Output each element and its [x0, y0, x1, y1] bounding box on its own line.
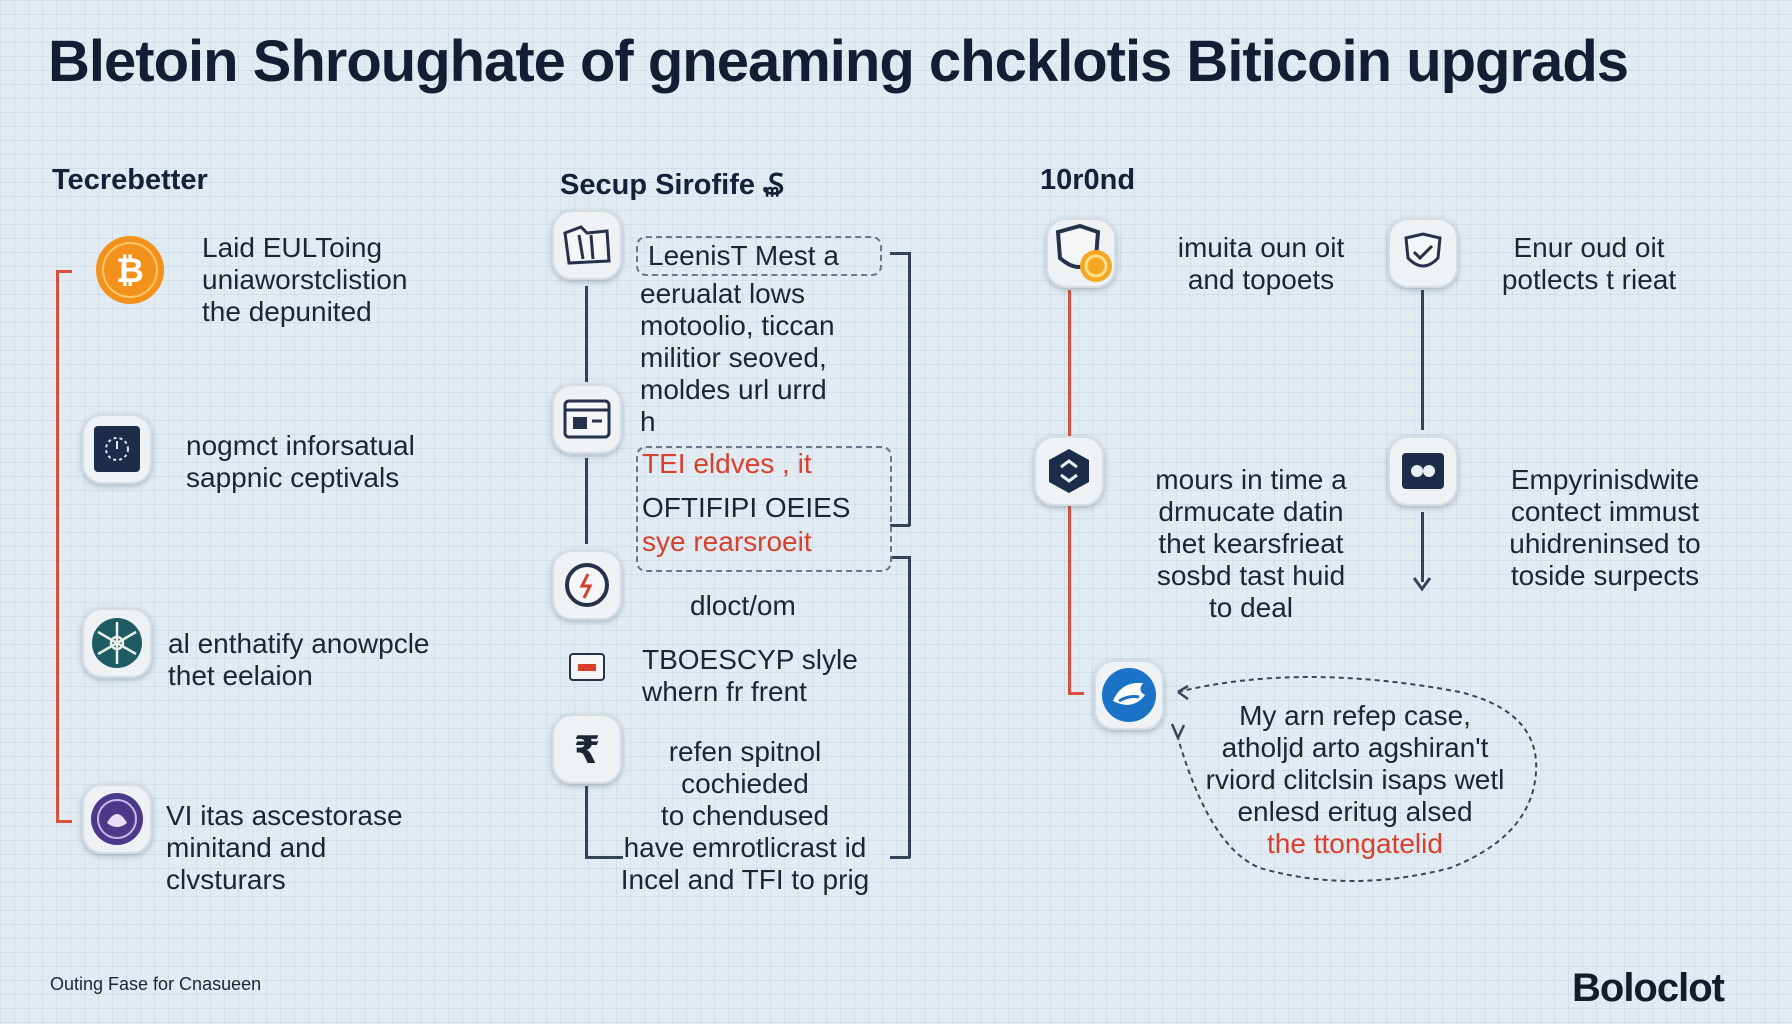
- col1-item-1-text: Laid EULToing uniaworstclistion the depu…: [202, 232, 408, 327]
- col3-item-3-text: mours in time a drmucate datin thet kear…: [1155, 464, 1347, 623]
- shield-check-icon: [1388, 218, 1458, 288]
- bracket-right-1-bottom: [890, 524, 910, 527]
- highlight-box: [636, 446, 892, 572]
- down-arrow-icon: [1412, 576, 1432, 592]
- col3-item-1-text: imuita oun oit and topoets: [1177, 232, 1345, 295]
- col1-item-3-text: al enthatify anowpcle thet eelaion: [168, 628, 430, 691]
- bracket-right-2-top: [890, 556, 910, 559]
- bracket-right-2: [908, 556, 911, 858]
- svg-text:₹: ₹: [574, 728, 600, 771]
- shield-coin-icon: [1046, 218, 1116, 288]
- col3-item-5-text: My arn refep case, atholjd arto agshiran…: [1205, 700, 1505, 827]
- col2-item-2-text: eerualat lows motoolio, ticcan militior …: [640, 278, 835, 437]
- col3-item-4-text: Empyrinisdwite contect immust uhidrenins…: [1509, 464, 1701, 591]
- bracket-right-1: [908, 252, 911, 526]
- col3-connector-2: [1421, 512, 1424, 582]
- speech-outline: [1170, 676, 1538, 882]
- robot-icon: [1388, 436, 1458, 506]
- col2-item-6-text: dloct/om: [690, 590, 796, 621]
- column-heading-2: Secup Sirofife ₷: [560, 169, 785, 201]
- bracket-right-2-bottom: [890, 856, 910, 859]
- page-title: Bletoin Shroughate of gneaming chcklotis…: [48, 29, 1629, 94]
- red-bracket-line: [56, 270, 59, 822]
- card-icon: [566, 646, 608, 688]
- col2-item-5-text: sye rearsroeit: [642, 526, 812, 557]
- terminal-icon: [552, 384, 622, 454]
- clock-screen-icon: [82, 414, 152, 484]
- folder-icon: [552, 210, 622, 280]
- bracket-right-1-top: [890, 252, 910, 255]
- col2-connector-2: [585, 458, 588, 544]
- rupee-icon: ₹: [552, 714, 622, 784]
- red-connector-foot: [1068, 692, 1084, 695]
- col2-connector-1: [585, 286, 588, 382]
- brand-logo: Boloclot: [1572, 966, 1725, 1010]
- bitcoin-icon: ₿: [94, 234, 166, 306]
- col2-item-7-text: TBOESCYP slyle whern fr frent: [642, 644, 858, 707]
- column-heading-1: Tecrebetter: [52, 164, 208, 196]
- col2-item-4-text: OFTIFIPI OEIES: [642, 492, 851, 523]
- snowflake-icon: [82, 608, 152, 678]
- col2-item-1-text: LeenisT Mest a: [636, 236, 882, 276]
- col2-item-3-text: TEI eldves , it: [642, 448, 812, 479]
- bird-icon: [1094, 660, 1164, 730]
- col2-connector-3: [585, 786, 588, 858]
- col1-item-4-text: VI itas ascestorase minitand and clvstur…: [166, 800, 403, 895]
- col2-connector-foot: [585, 856, 623, 859]
- hexagon-icon: [1034, 436, 1104, 506]
- red-bracket-top: [56, 270, 72, 273]
- col3-item-2-text: Enur oud oit potlects t rieat: [1501, 232, 1677, 295]
- red-bracket-bottom: [56, 820, 72, 823]
- timer-icon: [552, 550, 622, 620]
- footer-caption: Outing Fase for Cnasueen: [50, 974, 262, 994]
- crest-icon: [82, 784, 152, 854]
- col3-item-6-text: the ttongatelid: [1267, 828, 1443, 859]
- svg-text:₿: ₿: [116, 251, 144, 291]
- col3-connector-1: [1421, 290, 1424, 430]
- col2-item-8-text: refen spitnol cochieded to chendused hav…: [620, 736, 870, 895]
- column-heading-3: 10r0nd: [1040, 164, 1136, 196]
- col1-item-2-text: nogmct inforsatual sappnic ceptivals: [186, 430, 415, 493]
